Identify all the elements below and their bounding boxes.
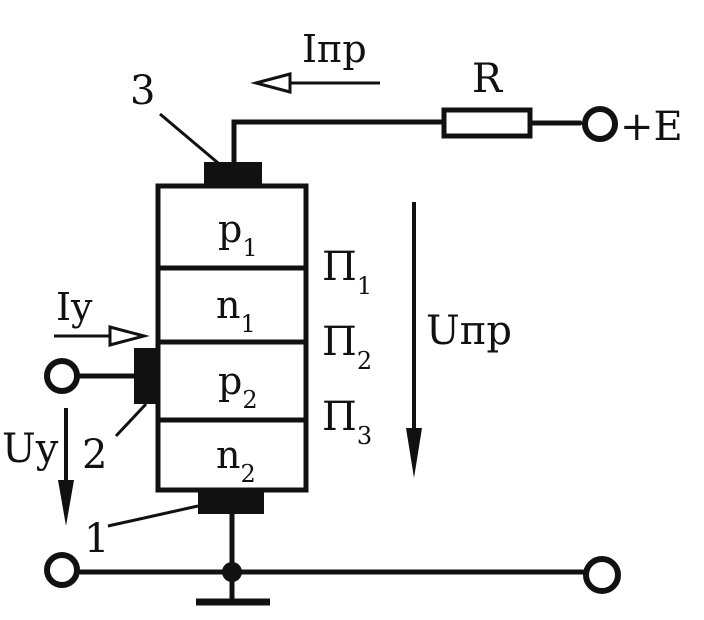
supply-label: +E xyxy=(620,104,683,150)
cathode-contact xyxy=(198,490,264,514)
thyristor-structure xyxy=(155,183,309,493)
junction-label-3: П3 xyxy=(322,394,372,450)
gate-voltage-label: Uy xyxy=(2,426,59,472)
layer-label-p1: p1 xyxy=(218,207,258,262)
contact-number-2: 2 xyxy=(82,432,107,478)
gate-current-label: Iy xyxy=(56,285,93,329)
layer-label-n2: n2 xyxy=(216,433,256,488)
junction-label-2: П2 xyxy=(322,319,372,375)
layer-label-p2: p2 xyxy=(218,359,258,414)
anode-contact xyxy=(204,162,262,186)
anode-wire xyxy=(231,119,447,165)
gate-voltage-arrow-head xyxy=(58,480,74,526)
contact-number-1: 1 xyxy=(84,516,109,562)
forward-current-label: Iпр xyxy=(302,27,367,71)
gate-current-arrow-head xyxy=(108,325,150,347)
layer-label-n1: n1 xyxy=(216,283,256,338)
contact-number-3: 3 xyxy=(130,68,155,114)
leader-line-1 xyxy=(107,504,199,528)
forward-current-arrow-head xyxy=(250,72,292,94)
cathode-terminal-left xyxy=(44,552,80,588)
resistor-label: R xyxy=(472,56,504,102)
gate-contact xyxy=(134,348,158,404)
gate-terminal xyxy=(44,358,80,394)
forward-voltage-label: Uпр xyxy=(426,308,512,354)
resistor xyxy=(441,107,533,139)
leader-line-3 xyxy=(159,112,225,170)
layer-n2 xyxy=(155,417,309,493)
junction-label-1: П1 xyxy=(322,244,372,300)
supply-terminal xyxy=(582,106,618,142)
leader-line-2 xyxy=(114,402,148,438)
cathode-terminal-right xyxy=(583,556,621,594)
junction-dot xyxy=(222,562,242,582)
forward-voltage-arrow-head xyxy=(406,428,422,478)
